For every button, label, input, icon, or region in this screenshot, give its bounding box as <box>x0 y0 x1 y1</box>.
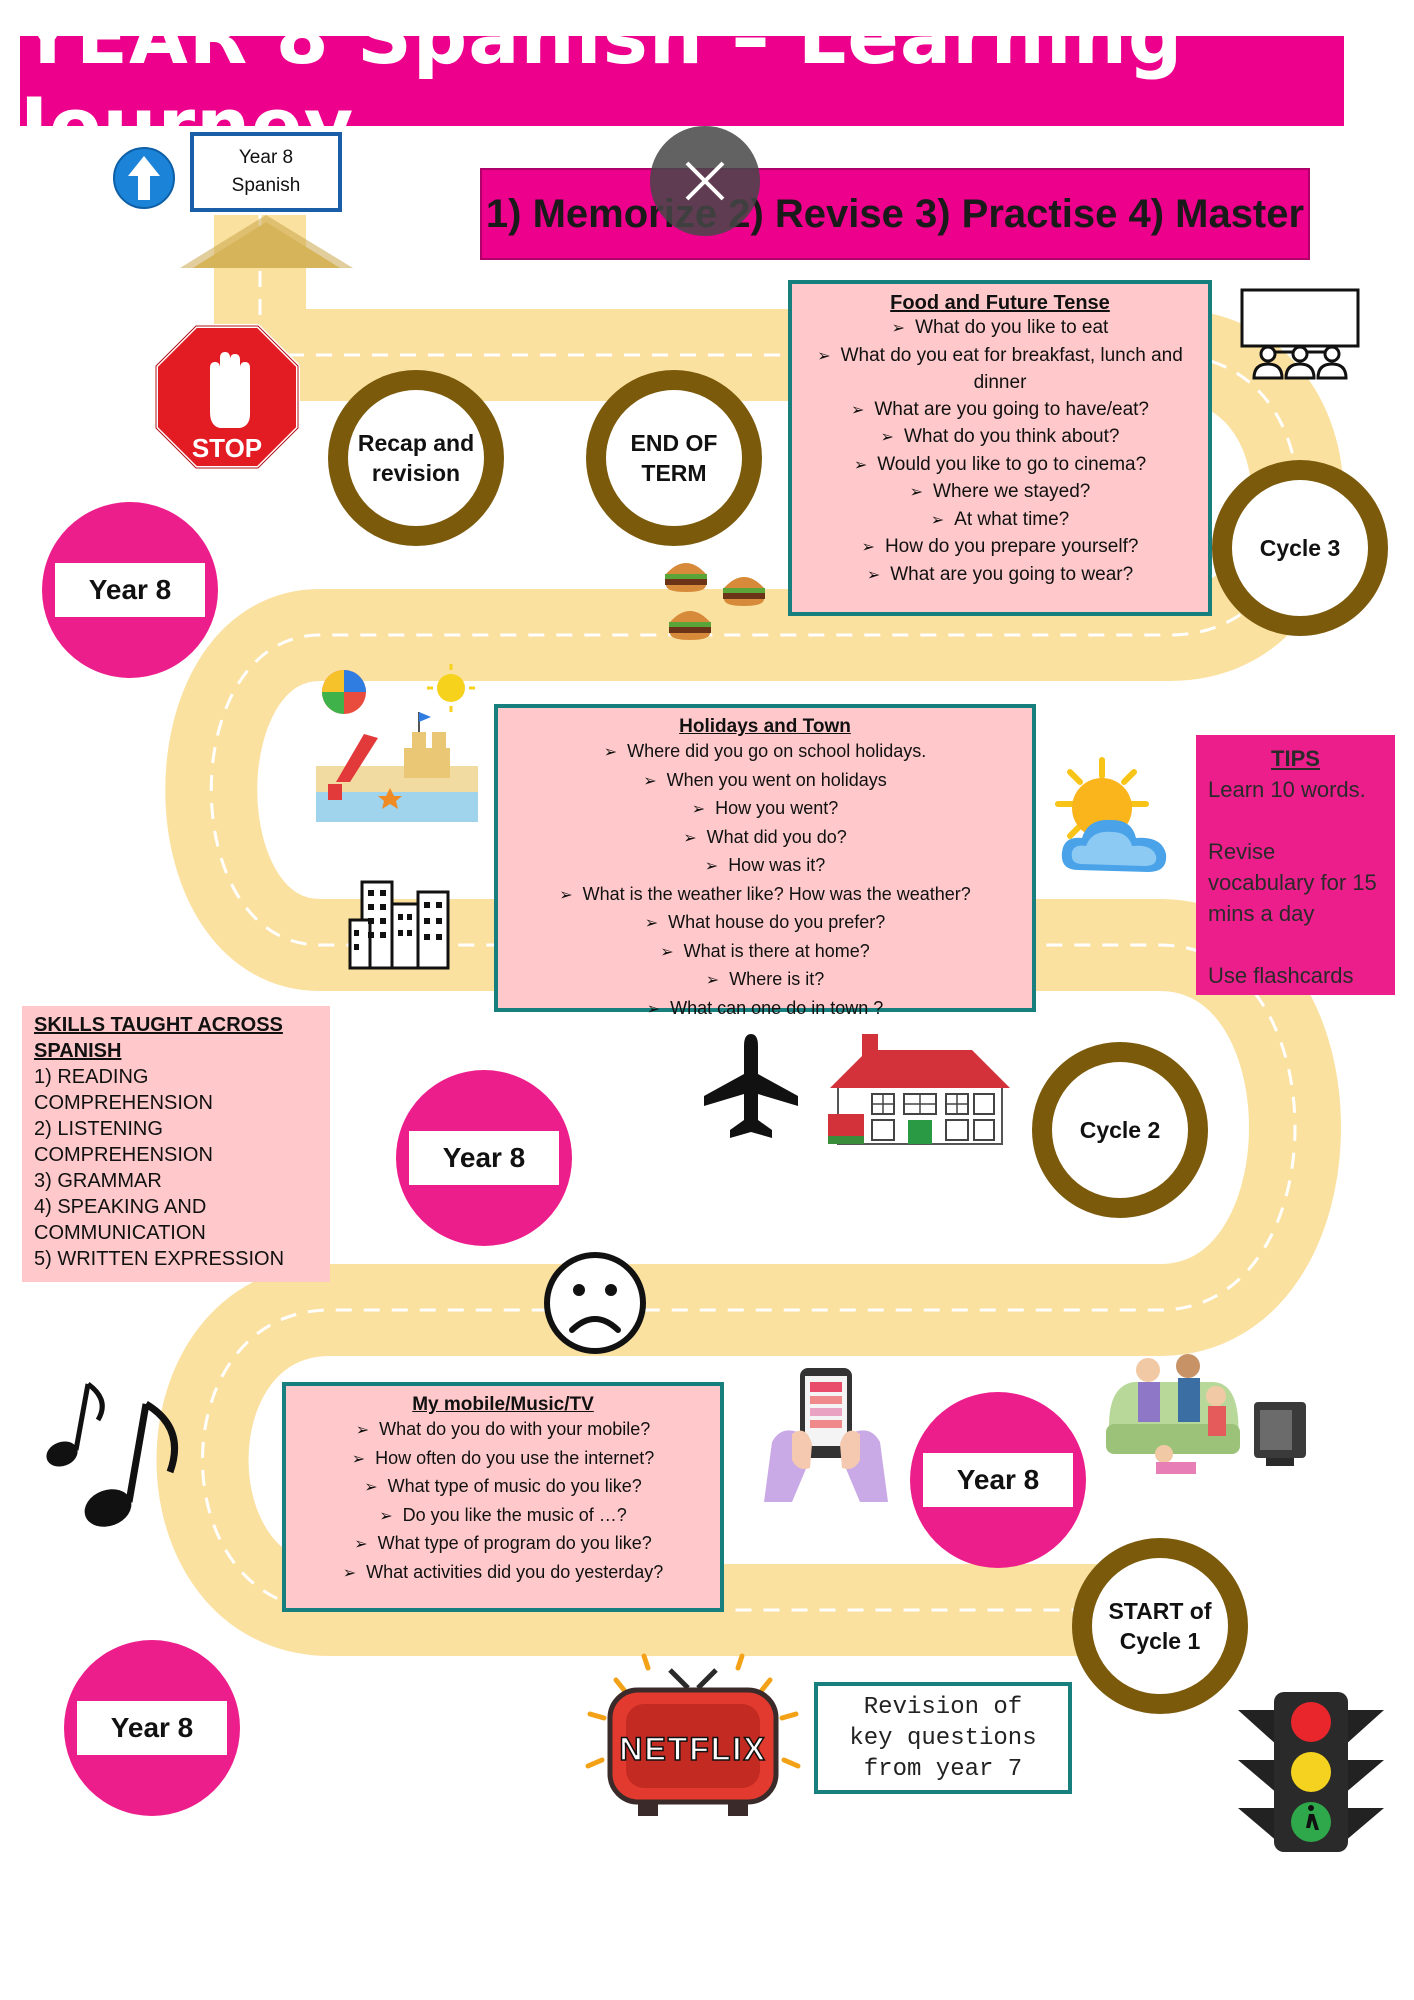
revision-line3: from year 7 <box>863 1755 1023 1783</box>
revision-box: Revision of key questions from year 7 <box>814 1682 1072 1794</box>
year-circle-2: Year 8 <box>396 1070 572 1246</box>
list-item: How you went? <box>498 795 1032 824</box>
milestone-end-of-term: END OF TERM <box>586 370 762 546</box>
plane-icon <box>704 1034 798 1138</box>
list-item: What type of music do you like? <box>286 1473 720 1502</box>
traffic-light-icon <box>1238 1692 1384 1852</box>
year-label-line2: Spanish <box>231 175 301 196</box>
music-notes-icon <box>46 1381 179 1527</box>
year-circle-1: Year 8 <box>42 502 218 678</box>
year-label-line1: Year 8 <box>238 147 294 168</box>
list-item: At what time? <box>792 507 1208 535</box>
netflix-tv-icon: NETFLIX <box>585 1653 801 1816</box>
tips-line2: Revise vocabulary for 15 mins a day <box>1208 839 1377 926</box>
list-item: What is the weather like? How was the we… <box>498 881 1032 910</box>
skills-item: 2) LISTENING COMPREHENSION <box>34 1118 213 1166</box>
family-tv-icon <box>1106 1354 1306 1474</box>
mobile-music-tv-box: My mobile/Music/TV What do you do with y… <box>282 1382 724 1612</box>
skills-item: 3) GRAMMAR <box>34 1170 162 1192</box>
milestone-recap-line1: Recap and <box>357 430 475 456</box>
year-circle-label: Year 8 <box>77 1701 227 1755</box>
holidays-box-title: Holidays and Town <box>679 716 851 737</box>
list-item: What is there at home? <box>498 938 1032 967</box>
list-item: What can one do in town ? <box>498 995 1032 1024</box>
list-item: How do you prepare yourself? <box>792 534 1208 562</box>
list-item: What do you eat for breakfast, lunch and… <box>792 343 1208 397</box>
skills-title: SKILLS TAUGHT ACROSS SPANISH <box>34 1014 283 1062</box>
milestone-end-line2: TERM <box>641 460 707 486</box>
mobile-box-list: What do you do with your mobile? How oft… <box>286 1416 720 1587</box>
year-circle-3: Year 8 <box>910 1392 1086 1568</box>
list-item: What do you like to eat <box>792 315 1208 343</box>
stop-text: STOP <box>192 433 262 463</box>
year-circle-label: Year 8 <box>55 563 205 617</box>
year-circle-label: Year 8 <box>409 1131 559 1185</box>
title-banner: YEAR 8 Spanish – Learning Journey <box>20 0 1344 170</box>
list-item: How often do you use the internet? <box>286 1445 720 1474</box>
steps-banner: 1) Memorize 2) Revise 3) Practise 4) Mas… <box>480 168 1310 260</box>
burger-icon <box>665 563 765 640</box>
stop-sign-icon: STOP <box>154 324 300 470</box>
close-icon <box>685 161 725 201</box>
milestone-recap: Recap and revision <box>328 370 504 546</box>
milestone-recap-line2: revision <box>371 460 461 486</box>
holidays-town-box: Holidays and Town Where did you go on sc… <box>494 704 1036 1018</box>
year-label: Year 8 Spanish <box>190 132 342 212</box>
list-item: What type of program do you like? <box>286 1530 720 1559</box>
list-item: What are you going to have/eat? <box>792 397 1208 425</box>
tips-line3: Use flashcards <box>1208 963 1354 988</box>
list-item: Where did you go on school holidays. <box>498 738 1032 767</box>
list-item: When you went on holidays <box>498 767 1032 796</box>
milestone-cycle2: Cycle 2 <box>1032 1042 1208 1218</box>
up-arrow-icon <box>113 147 175 209</box>
tips-title: TIPS <box>1271 746 1320 771</box>
list-item: What do you think about? <box>792 424 1208 452</box>
list-item: How was it? <box>498 852 1032 881</box>
list-item: What activities did you do yesterday? <box>286 1559 720 1588</box>
revision-line1: Revision of <box>863 1693 1023 1721</box>
list-item: What are you going to wear? <box>792 562 1208 590</box>
list-item: What did you do? <box>498 824 1032 853</box>
holidays-box-list: Where did you go on school holidays. Whe… <box>498 738 1032 1023</box>
list-item: Do you like the music of …? <box>286 1502 720 1531</box>
year-circle-label: Year 8 <box>923 1453 1073 1507</box>
list-item: What do you do with your mobile? <box>286 1416 720 1445</box>
tips-line1: Learn 10 words. <box>1208 777 1366 802</box>
mobile-box-title: My mobile/Music/TV <box>412 1394 594 1415</box>
sad-face-icon <box>544 1252 646 1354</box>
year-circle-4: Year 8 <box>64 1640 240 1816</box>
page-title: YEAR 8 Spanish – Learning Journey <box>20 0 1184 170</box>
milestone-cycle3: Cycle 3 <box>1212 460 1388 636</box>
skills-item: 4) SPEAKING AND COMMUNICATION <box>34 1196 207 1244</box>
milestone-start-cycle1: START of Cycle 1 <box>1072 1538 1248 1714</box>
milestone-start-line2: Cycle 1 <box>1119 1628 1201 1654</box>
presentation-icon <box>1240 288 1360 380</box>
milestone-cycle3-text: Cycle 3 <box>1259 535 1341 561</box>
tips-panel: TIPS Learn 10 words. Revise vocabulary f… <box>1196 735 1395 995</box>
steps-text: 1) Memorize 2) Revise 3) Practise 4) Mas… <box>485 191 1305 236</box>
netflix-text: NETFLIX <box>619 1731 766 1767</box>
skills-panel: SKILLS TAUGHT ACROSS SPANISH 1) READING … <box>22 1006 330 1282</box>
food-future-box: Food and Future Tense What do you like t… <box>788 280 1212 616</box>
list-item: Where is it? <box>498 966 1032 995</box>
milestone-cycle2-text: Cycle 2 <box>1079 1117 1161 1143</box>
close-button[interactable] <box>650 126 760 236</box>
food-box-title: Food and Future Tense <box>890 292 1110 314</box>
food-box-list: What do you like to eat What do you eat … <box>792 315 1208 589</box>
phone-hands-icon <box>764 1368 888 1502</box>
skills-item: 1) READING COMPREHENSION <box>34 1066 213 1114</box>
skills-item: 5) WRITTEN EXPRESSION <box>34 1248 285 1270</box>
milestone-start-line1: START of <box>1108 1598 1212 1624</box>
list-item: What house do you prefer? <box>498 909 1032 938</box>
beach-icon <box>316 664 478 822</box>
sun-cloud-icon <box>1055 757 1167 872</box>
city-icon <box>348 880 450 970</box>
list-item: Would you like to go to cinema? <box>792 452 1208 480</box>
house-icon <box>828 1034 1010 1145</box>
milestone-end-line1: END OF <box>630 430 718 456</box>
revision-line2: key questions <box>849 1724 1037 1752</box>
list-item: Where we stayed? <box>792 479 1208 507</box>
